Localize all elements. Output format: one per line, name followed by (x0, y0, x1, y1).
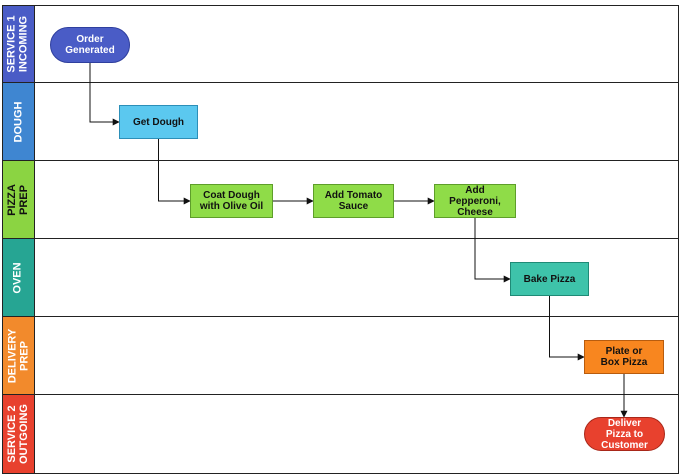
node-label: Order Generated (65, 34, 114, 56)
connector-order-generated-to-get-dough (89, 63, 120, 126)
node-label-line: Cheese (457, 206, 493, 218)
connector-get-dough-to-coat-dough (158, 139, 191, 205)
node-label-line: Add (465, 184, 485, 196)
lane-label-delivery-prep: DELIVERY PREP (2, 317, 35, 394)
lane-oven: OVEN (2, 239, 679, 317)
node-label-line: Box Pizza (600, 357, 648, 368)
node-label-line: Deliver (607, 417, 642, 429)
node-add-pepperoni[interactable]: Add Pepperoni, Cheese (434, 184, 516, 218)
node-label-line: Sauce (338, 201, 369, 212)
node-label: Bake Pizza (524, 274, 576, 285)
node-deliver-pizza[interactable]: Deliver Pizza to Customer (584, 417, 665, 451)
node-label-line: Bake Pizza (523, 273, 576, 285)
node-label-line: Customer (601, 439, 648, 451)
node-label: Add Pepperoni, Cheese (449, 185, 501, 218)
node-label-line: Get Dough (132, 116, 185, 128)
node-plate-or-box[interactable]: Plate or Box Pizza (584, 340, 664, 374)
lane-pizza-prep: PIZZA PREP (2, 161, 679, 239)
lane-label-pizza-prep: PIZZA PREP (2, 161, 35, 238)
node-coat-dough[interactable]: Coat Dough with Olive Oil (190, 184, 273, 218)
node-label-line: Add Tomato (324, 190, 383, 201)
node-label-line: Coat Dough (203, 190, 260, 201)
node-label: Get Dough (133, 117, 184, 128)
lane-service-1-incoming: SERVICE 1 INCOMING (2, 5, 679, 83)
lane-label-service-1-incoming: SERVICE 1 INCOMING (2, 5, 35, 82)
node-bake-pizza[interactable]: Bake Pizza (510, 262, 589, 296)
node-label-line: Pepperoni, (449, 195, 501, 207)
connector-add-pepperoni-to-bake-pizza (474, 218, 511, 283)
node-label: Add Tomato Sauce (325, 190, 383, 212)
node-label-line: Pizza to (605, 428, 644, 440)
lane-label-dough: DOUGH (2, 83, 35, 160)
node-get-dough[interactable]: Get Dough (119, 105, 198, 139)
lane-label-oven: OVEN (2, 239, 35, 316)
node-label-line: Order (76, 34, 104, 45)
node-order-generated[interactable]: Order Generated (50, 27, 130, 63)
node-label: Coat Dough with Olive Oil (200, 190, 263, 212)
node-label: Deliver Pizza to Customer (601, 418, 648, 451)
node-add-tomato-sauce[interactable]: Add Tomato Sauce (313, 184, 394, 218)
connector-bake-pizza-to-plate-or-box (549, 296, 585, 361)
lane-dough: DOUGH (2, 83, 679, 161)
node-label-line: Generated (65, 45, 115, 56)
lane-label-service-2-outgoing: SERVICE 2 OUTGOING (2, 395, 35, 473)
node-label: Plate or Box Pizza (601, 346, 648, 368)
lane-delivery-prep: DELIVERY PREP (2, 317, 679, 395)
node-label-line: with Olive Oil (199, 201, 264, 212)
node-label-line: Plate or (605, 346, 643, 357)
